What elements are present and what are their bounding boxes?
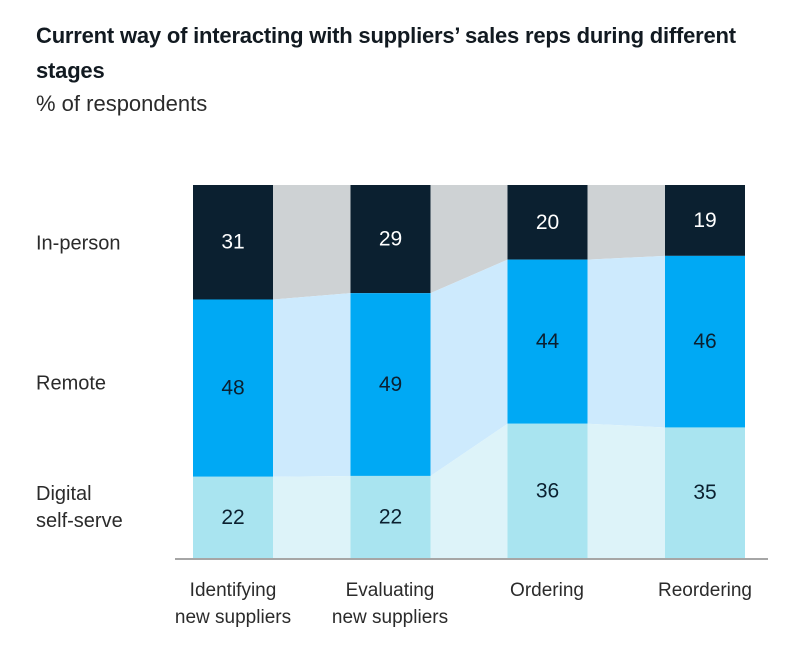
bar-segment [193, 476, 273, 558]
bar-value-label: 35 [693, 481, 716, 504]
x-axis-label-evaluating: Evaluating new suppliers [331, 580, 449, 628]
bar-value-label: 29 [379, 228, 402, 251]
connector-ribbon [587, 185, 665, 260]
bar-segment [665, 185, 745, 256]
bar-value-label: 31 [221, 231, 244, 254]
connector-ribbon [430, 185, 508, 294]
bar-value-label: 36 [536, 479, 559, 502]
connector-ribbon [587, 423, 665, 558]
bar-segment [507, 423, 588, 558]
bar-segment [507, 259, 588, 424]
bar-value-label: 49 [379, 373, 402, 396]
bar-segment [193, 299, 273, 477]
bar-value-label: 46 [693, 330, 716, 353]
connector-ribbon [273, 185, 351, 300]
bar-value-label: 22 [221, 506, 244, 529]
bar-segment [665, 255, 745, 428]
connector-ribbon [587, 255, 665, 428]
bar-value-label: 44 [536, 330, 560, 353]
row-label-in-person: In-person [36, 232, 121, 255]
bar-segment [507, 185, 588, 260]
bar-segment [665, 427, 745, 558]
row-label-digital-self-serve: Digital self-serve [36, 483, 123, 532]
bar-value-label: 48 [221, 377, 244, 400]
x-axis-label-reordering: Reordering [658, 580, 752, 601]
row-label-remote: Remote [36, 372, 107, 395]
connector-ribbon [430, 259, 508, 476]
connector-ribbon [430, 423, 508, 558]
x-axis-label-identifying: Identifying new suppliers [174, 580, 292, 628]
x-axis-label-ordering: Ordering [510, 580, 584, 601]
connector-ribbon [273, 475, 351, 558]
bar-value-label: 22 [379, 505, 402, 528]
connector-ribbon [273, 293, 351, 477]
bar-segment [350, 293, 431, 476]
bar-segment [350, 185, 431, 294]
bar-value-label: 19 [693, 209, 716, 232]
bar-value-label: 20 [536, 211, 559, 234]
bar-segment [350, 475, 431, 558]
bar-segment [193, 185, 273, 300]
chart-title: Current way of interacting with supplier… [36, 23, 736, 83]
chart-subtitle: % of respondents [36, 91, 208, 116]
